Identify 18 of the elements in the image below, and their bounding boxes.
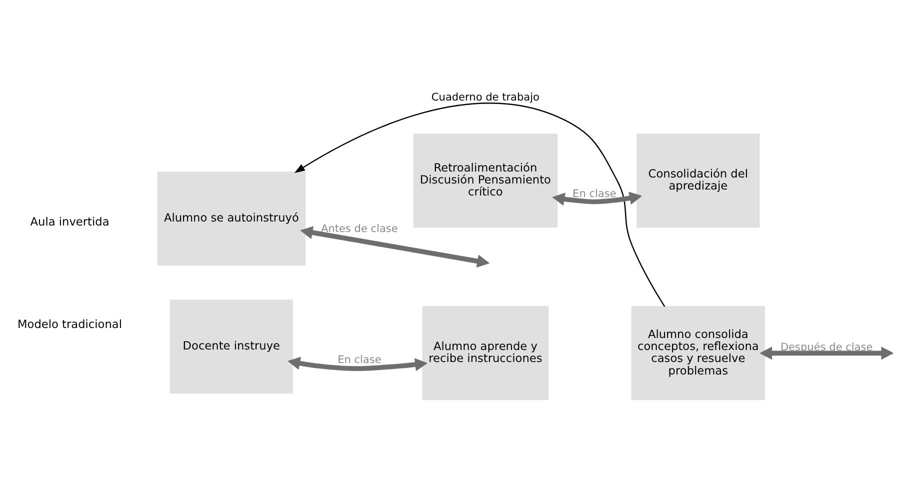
edge-label: En clase (572, 188, 616, 200)
arrow (300, 226, 490, 268)
node-box: Consolidación del apredizaje (636, 133, 760, 228)
label: Modelo tradicional (18, 316, 122, 330)
edge-label: Cuaderno de trabajo (431, 91, 540, 104)
node-box: Docente instruye (170, 299, 293, 394)
arrow (294, 102, 666, 306)
edge-label: En clase (338, 354, 382, 366)
edge-label: Antes de clase (321, 222, 398, 234)
node-box: Retroalimentación Discusión Pensamiento crítico (413, 133, 558, 228)
arrow (760, 346, 893, 360)
label: Aula invertida (30, 214, 110, 228)
arrow (288, 356, 428, 371)
node-box: Alumno aprende y recibe instrucciones (422, 306, 549, 400)
arrow (552, 191, 642, 206)
edge-label: Después de clase (780, 340, 873, 353)
node-box: Alumno se autoinstruyó (157, 171, 306, 266)
node-box: Alumno consolida conceptos, reflexiona casos y resuelve problemas (631, 306, 766, 400)
